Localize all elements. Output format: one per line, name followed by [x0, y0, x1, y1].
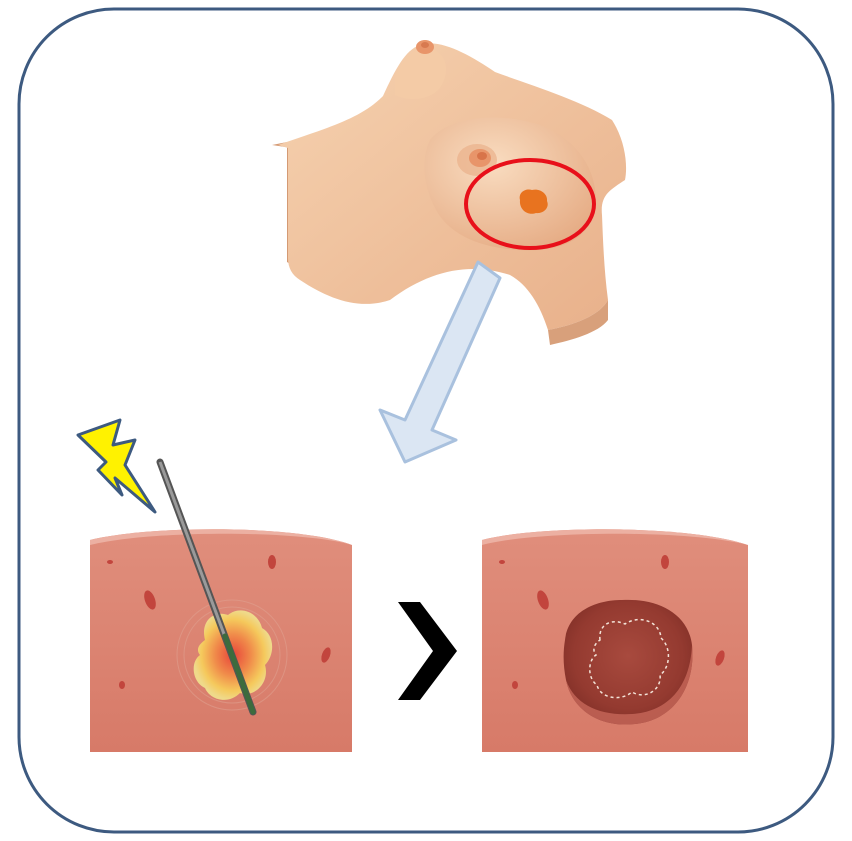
tissue-block-cavity [482, 529, 748, 752]
tumor [520, 189, 548, 213]
